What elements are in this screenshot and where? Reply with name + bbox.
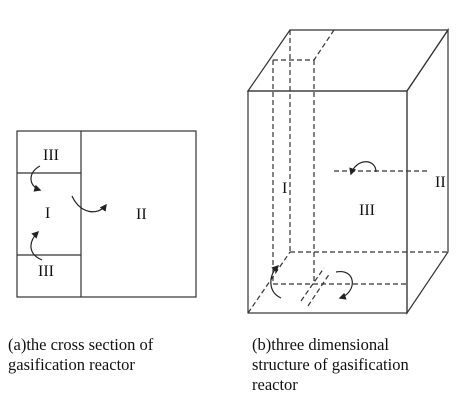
label-3d-zone-i: I (282, 180, 287, 197)
caption-a: (a)the cross section of gasification rea… (8, 335, 153, 375)
flow-arrow-bottom-right (335, 271, 353, 300)
caption-b-line-1: (b)three dimensional (252, 335, 389, 354)
label-3d-zone-iii: III (359, 202, 375, 219)
flow-arrow-bottom (30, 230, 43, 261)
flow-arrow-zone-iii (349, 161, 377, 176)
label-3d-zone-ii: II (435, 174, 446, 191)
three-dimensional-diagram (246, 28, 450, 315)
caption-a-line-1: (a)the cross section of (8, 335, 154, 354)
label-zone-iii-bottom: III (38, 263, 54, 280)
label-zone-iii-top: III (43, 147, 59, 164)
cross-section-diagram (16, 130, 197, 298)
caption-b-line-3: reactor (252, 375, 298, 394)
label-zone-ii: II (136, 206, 147, 223)
label-zone-i: I (45, 205, 50, 222)
box-front-face (247, 90, 408, 314)
box-right-face (406, 28, 449, 315)
reactor-outline (16, 130, 197, 298)
flow-arrow-top (30, 165, 42, 192)
hidden-edges (247, 29, 448, 314)
flow-arrow-middle (71, 195, 107, 213)
flow-arrow-zone-i (270, 264, 282, 299)
caption-b-line-2: structure of gasification (252, 355, 409, 374)
caption-a-line-2: gasification reactor (8, 355, 135, 374)
caption-b: (b)three dimensional structure of gasifi… (252, 335, 409, 395)
